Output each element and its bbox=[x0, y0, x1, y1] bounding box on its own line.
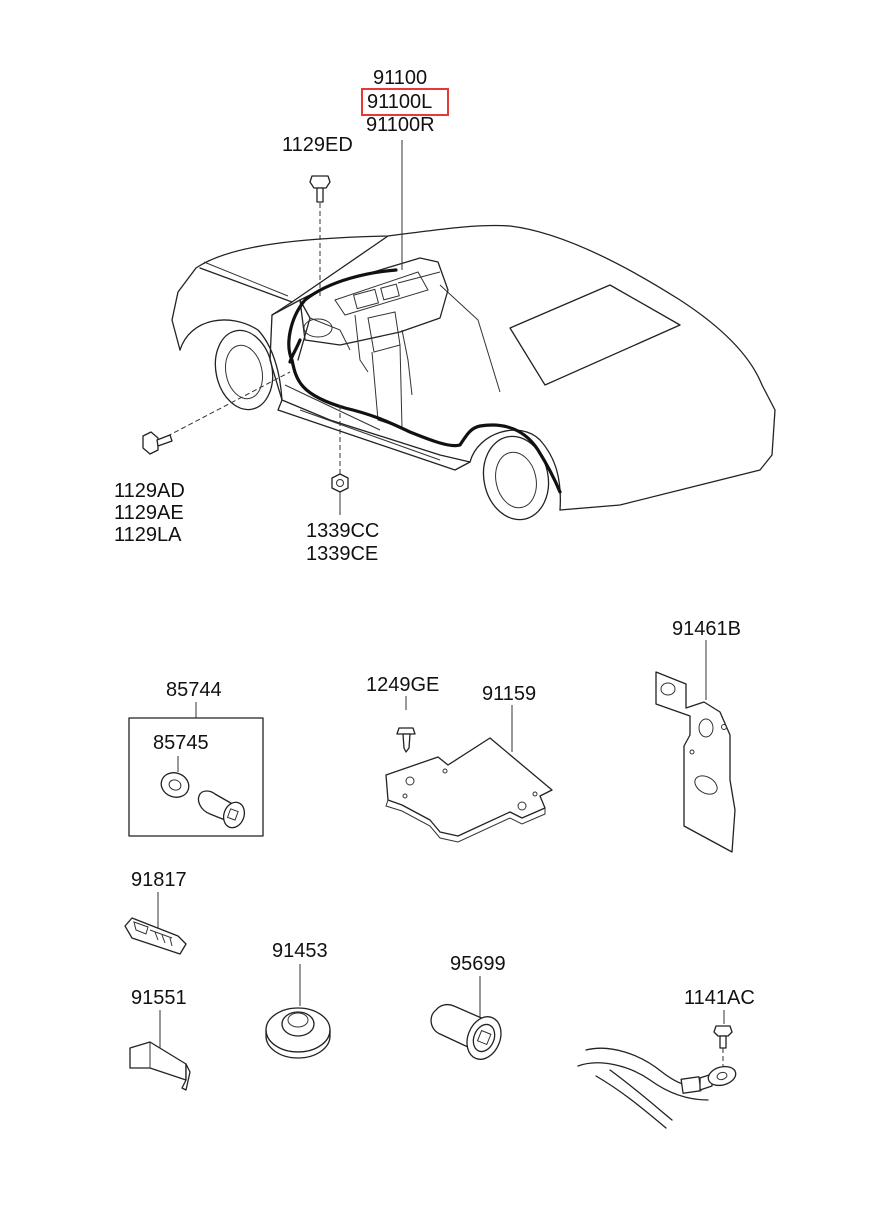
label-91817[interactable]: 91817 bbox=[131, 869, 187, 891]
label-1129AE[interactable]: 1129AE bbox=[114, 502, 184, 524]
label-1129LA[interactable]: 1129LA bbox=[114, 524, 182, 546]
label-1141AC[interactable]: 1141AC bbox=[684, 987, 755, 1009]
bolt-1129AD-icon bbox=[142, 431, 173, 455]
grommet-85744-icon bbox=[197, 790, 246, 829]
label-91461B[interactable]: 91461B bbox=[672, 618, 741, 640]
label-91100L[interactable]: 91100L bbox=[367, 91, 433, 113]
label-91100[interactable]: 91100 bbox=[373, 67, 428, 89]
highlight-box bbox=[361, 88, 449, 116]
grommet-91453-icon bbox=[265, 1007, 331, 1059]
bolt-1129ED-icon bbox=[309, 175, 331, 203]
label-1249GE[interactable]: 1249GE bbox=[366, 674, 440, 696]
label-95699[interactable]: 95699 bbox=[450, 953, 506, 975]
label-1129AD[interactable]: 1129AD bbox=[114, 480, 185, 502]
car-body bbox=[171, 224, 776, 521]
kit-box-85744 bbox=[128, 717, 264, 837]
label-1339CC[interactable]: 1339CC bbox=[306, 520, 380, 542]
clip-91817-icon bbox=[124, 917, 187, 955]
label-85745[interactable]: 85745 bbox=[153, 732, 209, 754]
main-harness bbox=[287, 268, 562, 494]
nut-1339CC-icon bbox=[331, 473, 349, 493]
label-91159[interactable]: 91159 bbox=[482, 683, 537, 705]
ground-bolt-1141AC-icon bbox=[713, 1025, 733, 1049]
label-1339CE[interactable]: 1339CE bbox=[306, 543, 379, 565]
label-91100R[interactable]: 91100R bbox=[366, 114, 435, 136]
washer-85745-icon bbox=[160, 772, 190, 798]
label-85744[interactable]: 85744 bbox=[166, 679, 222, 701]
tape-91551-icon bbox=[129, 1041, 191, 1091]
label-91551[interactable]: 91551 bbox=[131, 987, 187, 1009]
ground-wire-icon bbox=[577, 1047, 737, 1129]
grommet-95699-icon bbox=[430, 1003, 502, 1060]
label-91453[interactable]: 91453 bbox=[272, 940, 328, 962]
bracket-91461B-icon bbox=[655, 671, 736, 853]
screw-1249GE-icon bbox=[396, 727, 416, 753]
label-1129ED[interactable]: 1129ED bbox=[282, 134, 353, 156]
bracket-plate-91159-icon bbox=[385, 737, 553, 843]
